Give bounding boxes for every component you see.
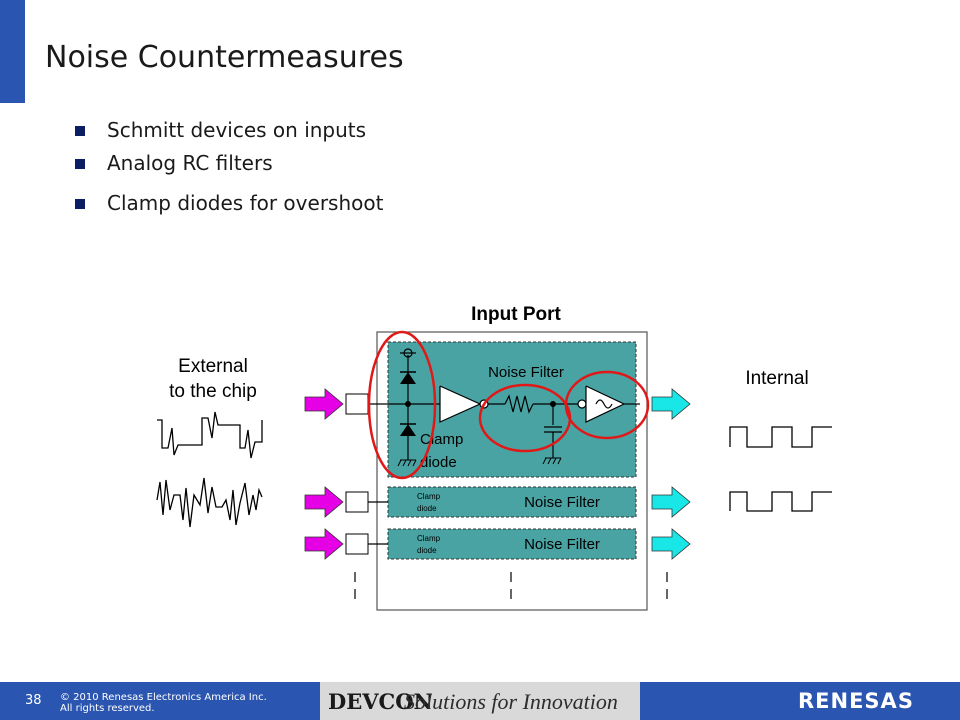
copyright-line: All rights reserved. [60,703,155,714]
small-clamp-label-diode: diode [417,546,437,555]
output-arrow-icon [651,528,691,560]
junction-dot [550,401,556,407]
clamp-label: Clamp [420,431,463,448]
small-noise-filter-label: Noise Filter [524,536,600,553]
input-port-diagram: Input Port External to the chip Internal… [156,304,832,611]
input-arrow-icon [304,486,344,518]
small-noise-filter-label: Noise Filter [524,494,600,511]
output-arrow-icon [651,486,691,518]
bullet-square-icon [75,126,85,136]
page-number: 38 [25,693,42,708]
pin-box [345,393,369,415]
tagline: Solutions for Innovation [404,689,618,714]
internal-clean-waveform [729,426,832,448]
copyright: © 2010 Renesas Electronics America Inc. … [60,692,267,714]
main-noise-filter-label: Noise Filter [488,364,564,381]
bullet-list: Schmitt devices on inputs Analog RC filt… [75,118,383,215]
junction-dot [405,401,411,407]
footer-right-panel: RENESAS [640,682,960,720]
clamp-diode-bottom-icon [400,424,416,436]
bullet-text: Clamp diodes for overshoot [107,191,384,215]
output-arrow-icon [651,388,691,420]
row1-circuit [368,348,640,460]
bullet-item: Analog RC filters [75,151,383,191]
devcon-logo: DEVCON [328,689,433,714]
bullet-item: Clamp diodes for overshoot [75,191,383,215]
bullet-square-icon [75,199,85,209]
renesas-logo: RENESAS [798,689,914,713]
filter-block-row2 [387,486,637,518]
continuation-dashes [354,572,668,599]
small-clamp-label: Clamp [417,492,441,501]
input-arrow-icon [304,528,344,560]
small-clamp-label: Clamp [417,534,441,543]
schmitt-highlight-ellipse [564,370,650,440]
bullet-text: Analog RC filters [107,151,273,175]
input-port-label: Input Port [471,304,561,325]
external-label-sub: to the chip [169,381,257,402]
footer: 38 © 2010 Renesas Electronics America In… [0,682,960,720]
external-noisy-waveform [157,411,263,459]
clamp-highlight-ellipse [367,330,437,480]
slide-title: Noise Countermeasures [45,40,404,75]
pin-box [345,533,369,555]
input-arrow-icon [304,388,344,420]
footer-left-panel: 38 © 2010 Renesas Electronics America In… [0,682,320,720]
external-label: External [178,356,248,377]
bullet-square-icon [75,159,85,169]
pin-box [345,491,369,513]
ground-icon [397,459,417,467]
title-accent-bar [0,0,25,103]
footer-middle-panel: DEVCON Solutions for Innovation [320,682,640,720]
ground-icon [542,457,562,465]
clamp-diode-top-icon [400,372,416,384]
internal-label: Internal [745,368,808,389]
external-noisy-waveform-2 [156,477,263,528]
bullet-item: Schmitt devices on inputs [75,118,383,151]
clamp-label-diode: diode [420,454,457,471]
internal-clean-waveform-2 [729,491,832,512]
small-clamp-label-diode: diode [417,504,437,513]
copyright-line: © 2010 Renesas Electronics America Inc. [60,692,267,703]
bullet-text: Schmitt devices on inputs [107,118,367,142]
